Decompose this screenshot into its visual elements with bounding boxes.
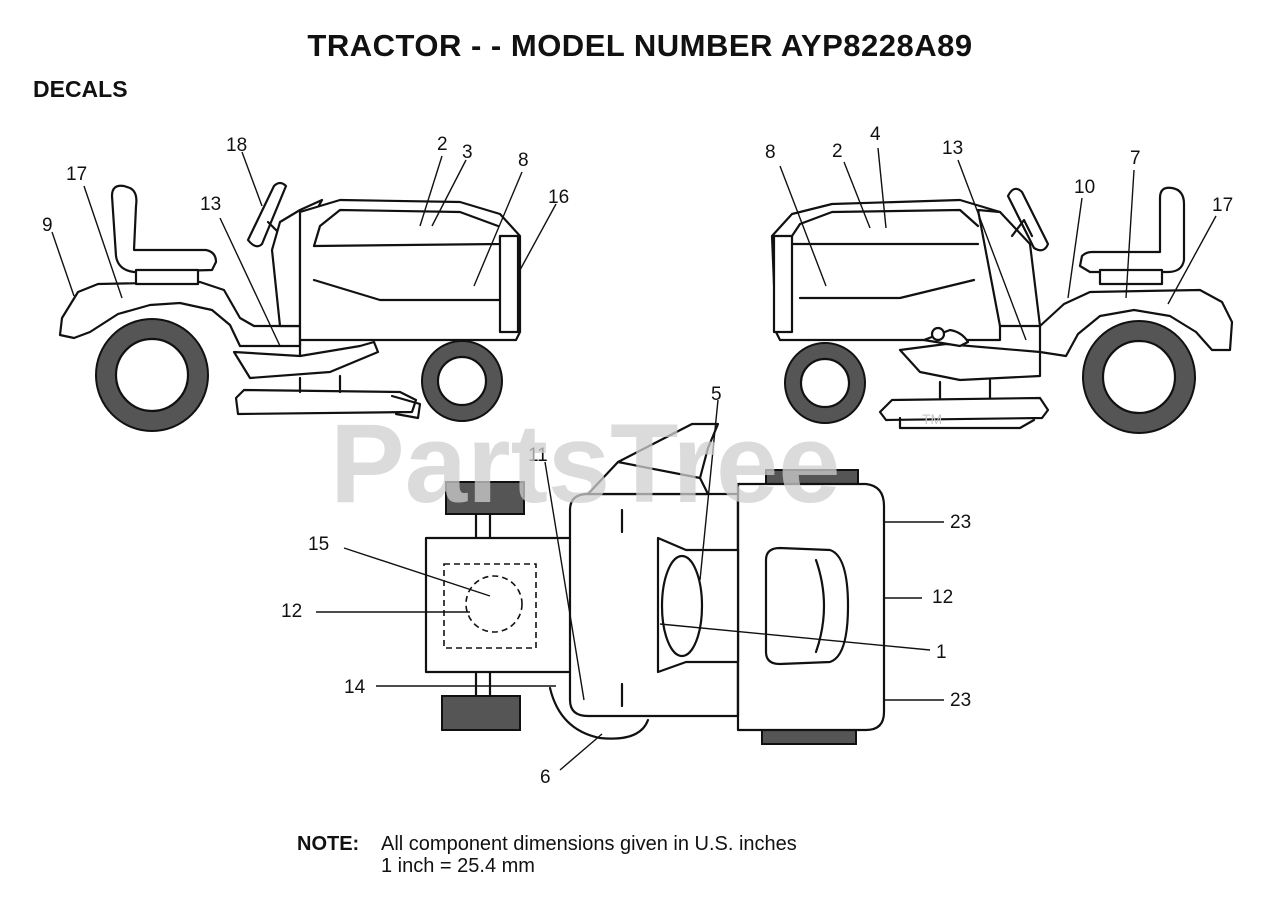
page-title: TRACTOR - - MODEL NUMBER AYP8228A89	[307, 28, 973, 63]
callout-23: 23	[950, 512, 971, 533]
note-line-1: All component dimensions given in U.S. i…	[381, 833, 797, 855]
tractor-right-side-view	[770, 186, 1234, 434]
callout-13: 13	[200, 194, 221, 215]
section-heading: DECALS	[33, 76, 128, 102]
callout-1: 1	[936, 642, 947, 663]
left-view-callouts: 18 2 3 8 16 17 9 13	[42, 134, 569, 236]
right-view-callouts: 8 2 4 13 7 10 17	[765, 124, 1233, 216]
dimension-note: NOTE: All component dimensions given in …	[297, 833, 797, 877]
callout-10: 10	[1074, 177, 1095, 198]
callout-17: 17	[66, 164, 87, 185]
top-view-leaders	[316, 399, 944, 771]
tractor-top-view	[424, 422, 886, 745]
callout-12: 12	[932, 587, 953, 608]
callout-16: 16	[548, 187, 569, 208]
callout-2: 2	[437, 134, 448, 155]
callout-3: 3	[462, 142, 473, 163]
callout-13: 13	[942, 138, 963, 159]
watermark-trademark: TM	[922, 411, 942, 427]
callout-7: 7	[1130, 148, 1141, 169]
callout-5: 5	[711, 384, 722, 405]
callout-2: 2	[832, 141, 843, 162]
note-label: NOTE:	[297, 833, 360, 855]
callout-23: 23	[950, 690, 971, 711]
callout-12: 12	[281, 601, 302, 622]
top-view-callouts: 5 11 15 12 14 6 23 12 1 23	[281, 384, 971, 788]
note-line-2: 1 inch = 25.4 mm	[381, 855, 535, 877]
callout-9: 9	[42, 215, 53, 236]
callout-18: 18	[226, 135, 247, 156]
callout-11: 11	[528, 445, 548, 466]
callout-4: 4	[870, 124, 881, 145]
watermark: PartsTree	[330, 401, 841, 526]
callout-15: 15	[308, 534, 329, 555]
right-view-leaders	[779, 147, 1217, 341]
tractor-left-side-view	[58, 181, 522, 432]
callout-6: 6	[540, 767, 551, 788]
left-view-leaders	[51, 151, 557, 347]
callout-8: 8	[765, 142, 776, 163]
callout-8: 8	[518, 150, 529, 171]
callout-14: 14	[344, 677, 366, 698]
callout-17: 17	[1212, 195, 1233, 216]
